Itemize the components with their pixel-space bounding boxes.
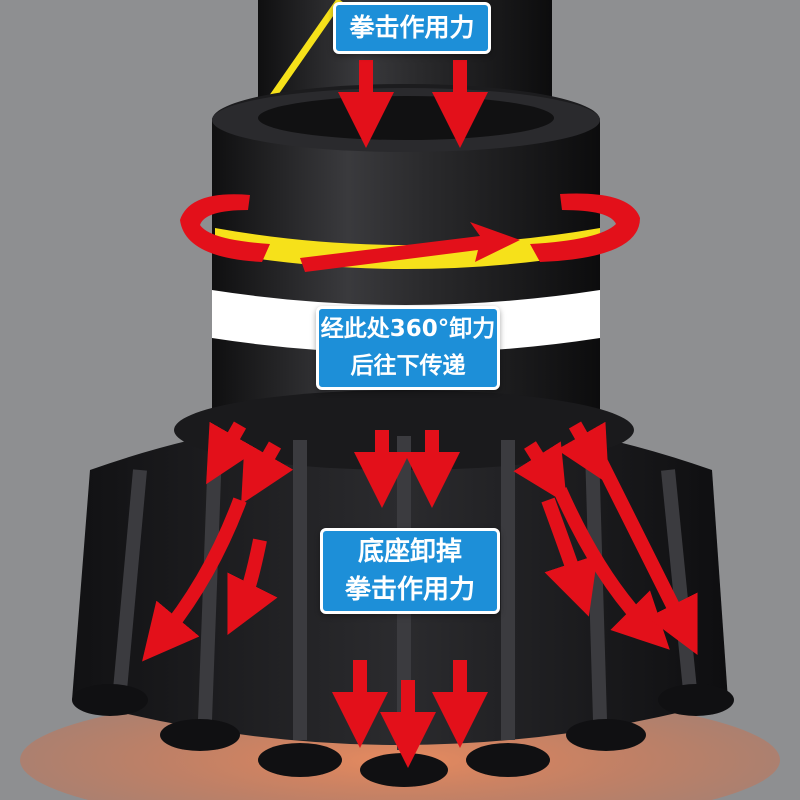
base-absorb-label: 底座卸掉 拳击作用力 [320, 528, 500, 614]
top-force-label-text: 拳击作用力 [349, 13, 475, 42]
base-label-line2: 拳击作用力 [344, 575, 475, 605]
collar-hole [258, 96, 554, 140]
swirl-arrows [180, 193, 640, 272]
base-label-line1: 底座卸掉 [357, 537, 462, 567]
collar-label-line1: 经此处360°卸力 [320, 316, 496, 342]
yellow-stripe-top [259, 0, 343, 115]
top-force-label: 拳击作用力 [333, 2, 491, 54]
collar-label-line2: 后往下传递 [350, 353, 466, 379]
collar-dispersion-label: 经此处360°卸力 后往下传递 [316, 306, 500, 390]
down-arrows [142, 60, 698, 768]
